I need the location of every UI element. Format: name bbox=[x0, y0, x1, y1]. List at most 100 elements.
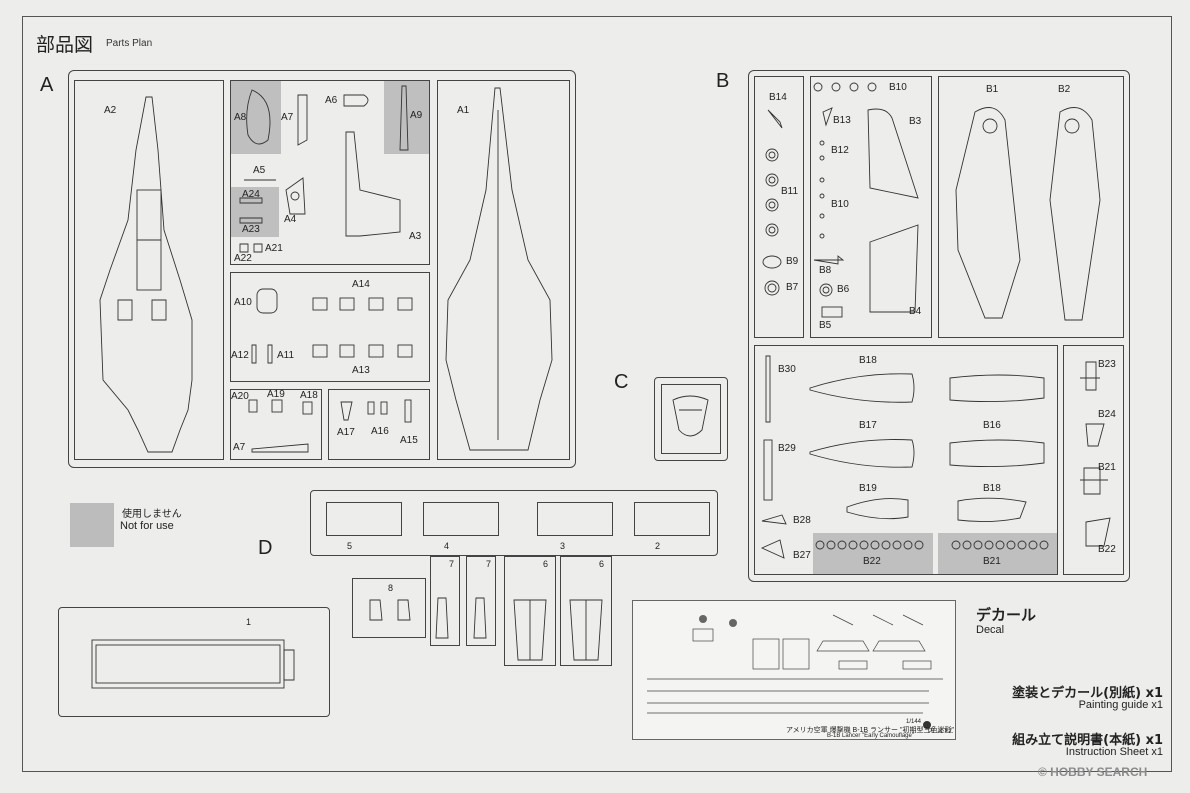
sprue-c-letter: C bbox=[614, 371, 629, 393]
part-label-a7: A7 bbox=[281, 112, 294, 123]
part-label-b10: B10 bbox=[831, 199, 849, 210]
part-label-b23: B21 bbox=[1098, 462, 1116, 473]
part-label-a14: A14 bbox=[352, 279, 370, 290]
decal-brand: P.L.A.T.Z. bbox=[928, 729, 954, 735]
part-label-a16: A16 bbox=[371, 426, 389, 437]
sprue-d-bay-4 bbox=[423, 502, 499, 536]
sprue-d-bay-7b bbox=[466, 556, 496, 646]
part-label-b6: B6 bbox=[837, 284, 850, 295]
part-label-a10: A10 bbox=[234, 297, 252, 308]
sprue-c-frame bbox=[654, 377, 728, 461]
include-painting-guide-en: Painting guide x1 bbox=[1078, 699, 1163, 711]
part-label-b7: B7 bbox=[786, 282, 799, 293]
sprue-b-bay-intakes bbox=[754, 345, 1058, 575]
sprue-a-bay-lower-right bbox=[328, 389, 430, 460]
sprue-b-bay-b1-b2 bbox=[938, 76, 1124, 338]
part-label-b8: B8 bbox=[819, 265, 832, 276]
sprue-a-bay-upper bbox=[230, 80, 430, 265]
decal-title-en: Decal bbox=[976, 624, 1005, 636]
sprue-d-number-8: 8 bbox=[388, 583, 394, 593]
decal-scale: 1/144 bbox=[906, 719, 922, 725]
sprue-b-frame bbox=[748, 70, 1130, 582]
include-painting-guide-jp: 塗装とデカール(別紙) x1 bbox=[1012, 686, 1163, 701]
sprue-a-letter: A bbox=[40, 74, 54, 96]
part-label-b14: B14 bbox=[769, 92, 787, 103]
sprue-d-bay-6b bbox=[560, 556, 612, 666]
sprue-b-bay-b3-b4 bbox=[810, 76, 932, 338]
sprue-c-bay bbox=[661, 384, 721, 454]
page-title-jp: 部品図 bbox=[36, 34, 94, 56]
page-frame bbox=[22, 16, 1172, 772]
part-label-a17: A17 bbox=[337, 427, 355, 438]
part-label-a22: A22 bbox=[234, 253, 252, 264]
part-label-b25: B23 bbox=[1098, 359, 1116, 370]
part-label-a1: A1 bbox=[457, 105, 470, 116]
sprue-a-bay-a2 bbox=[74, 80, 224, 460]
sprue-d-bay-3 bbox=[537, 502, 613, 536]
part-label-b2: B2 bbox=[1058, 84, 1071, 95]
part-label-a21: A21 bbox=[265, 243, 283, 254]
sprue-d-bay-5 bbox=[326, 502, 402, 536]
decal-sheet-drawing bbox=[647, 614, 943, 729]
part-label-b17: B17 bbox=[859, 420, 877, 431]
part-label-a23: A23 bbox=[242, 224, 260, 235]
part-label-b22: B22 bbox=[863, 556, 881, 567]
sprue-a-bay-a1 bbox=[437, 80, 570, 460]
part-label-b11: B11 bbox=[781, 186, 799, 197]
part-label-b9: B9 bbox=[786, 256, 799, 267]
part-label-a2: A2 bbox=[104, 105, 117, 116]
sprue-d-number-1: 1 bbox=[246, 617, 252, 627]
not-for-use-a23-a24 bbox=[231, 187, 279, 237]
sprue-d-part-1-frame bbox=[58, 607, 330, 717]
part-label-a3: A3 bbox=[409, 231, 422, 242]
part-label-b24: B22 bbox=[1098, 544, 1116, 555]
sprue-d-number-2: 2 bbox=[655, 541, 661, 551]
part-label-b20: B19 bbox=[859, 483, 877, 494]
part-label-a4: A4 bbox=[284, 214, 297, 225]
part-label-b28: B28 bbox=[793, 515, 811, 526]
not-for-use-b21 bbox=[938, 533, 1057, 574]
sprue-b-bay-b14 bbox=[754, 76, 804, 338]
part-label-b4: B4 bbox=[909, 306, 922, 317]
part-label-b1: B1 bbox=[986, 84, 999, 95]
include-instruction-sheet-en: Instruction Sheet x1 bbox=[1065, 746, 1163, 758]
sprue-d-number-4: 4 bbox=[444, 541, 450, 551]
sprue-a-frame bbox=[68, 70, 576, 468]
part-label-a13: A13 bbox=[352, 365, 370, 376]
sprue-d-bay-2 bbox=[634, 502, 710, 536]
decal-sheet: アメリカ空軍 爆撃機 B-1B ランサー "初期型三色迷彩" B-1B Lanc… bbox=[632, 600, 956, 740]
sprue-b-bay-gear bbox=[1063, 345, 1124, 575]
part-label-b3: B3 bbox=[909, 116, 922, 127]
part-label-a15: A15 bbox=[400, 435, 418, 446]
part-label-a11: A11 bbox=[277, 350, 295, 361]
sprue-d-number-7b: 7 bbox=[486, 559, 492, 569]
part-label-a20: A20 bbox=[231, 391, 249, 402]
sprue-d-number-7a: 7 bbox=[449, 559, 455, 569]
part-label-a18: A18 bbox=[300, 390, 318, 401]
part-label-a9: A9 bbox=[410, 110, 423, 121]
not-for-use-a8 bbox=[231, 81, 281, 154]
sprue-a-bay-lower-left bbox=[230, 389, 322, 460]
part-label-a12: A12 bbox=[231, 350, 249, 361]
sprue-b-letter: B bbox=[716, 70, 730, 92]
part-label-b10-top: B10 bbox=[889, 82, 907, 93]
not-for-use-swatch bbox=[70, 503, 114, 547]
not-for-use-b22 bbox=[813, 533, 933, 574]
part-label-b26: B24 bbox=[1098, 409, 1116, 420]
legend-text-en: Not for use bbox=[120, 520, 174, 532]
sprue-d-number-3: 3 bbox=[560, 541, 566, 551]
part-label-b19: B18 bbox=[983, 483, 1001, 494]
decal-caption-jp: アメリカ空軍 爆撃機 B-1B ランサー "初期型三色迷彩" bbox=[786, 727, 954, 734]
part-label-b12: B12 bbox=[831, 145, 849, 156]
watermark-logo: © HOBBY SEARCH bbox=[1038, 765, 1148, 779]
legend-text-jp: 使用しません bbox=[122, 509, 182, 520]
sprue-d-bay-8 bbox=[352, 578, 426, 638]
part-label-b18: B18 bbox=[859, 355, 877, 366]
sprue-d-bay-7a bbox=[430, 556, 460, 646]
decal-title-jp: デカール bbox=[976, 606, 1037, 624]
part-label-a19: A19 bbox=[267, 389, 285, 400]
